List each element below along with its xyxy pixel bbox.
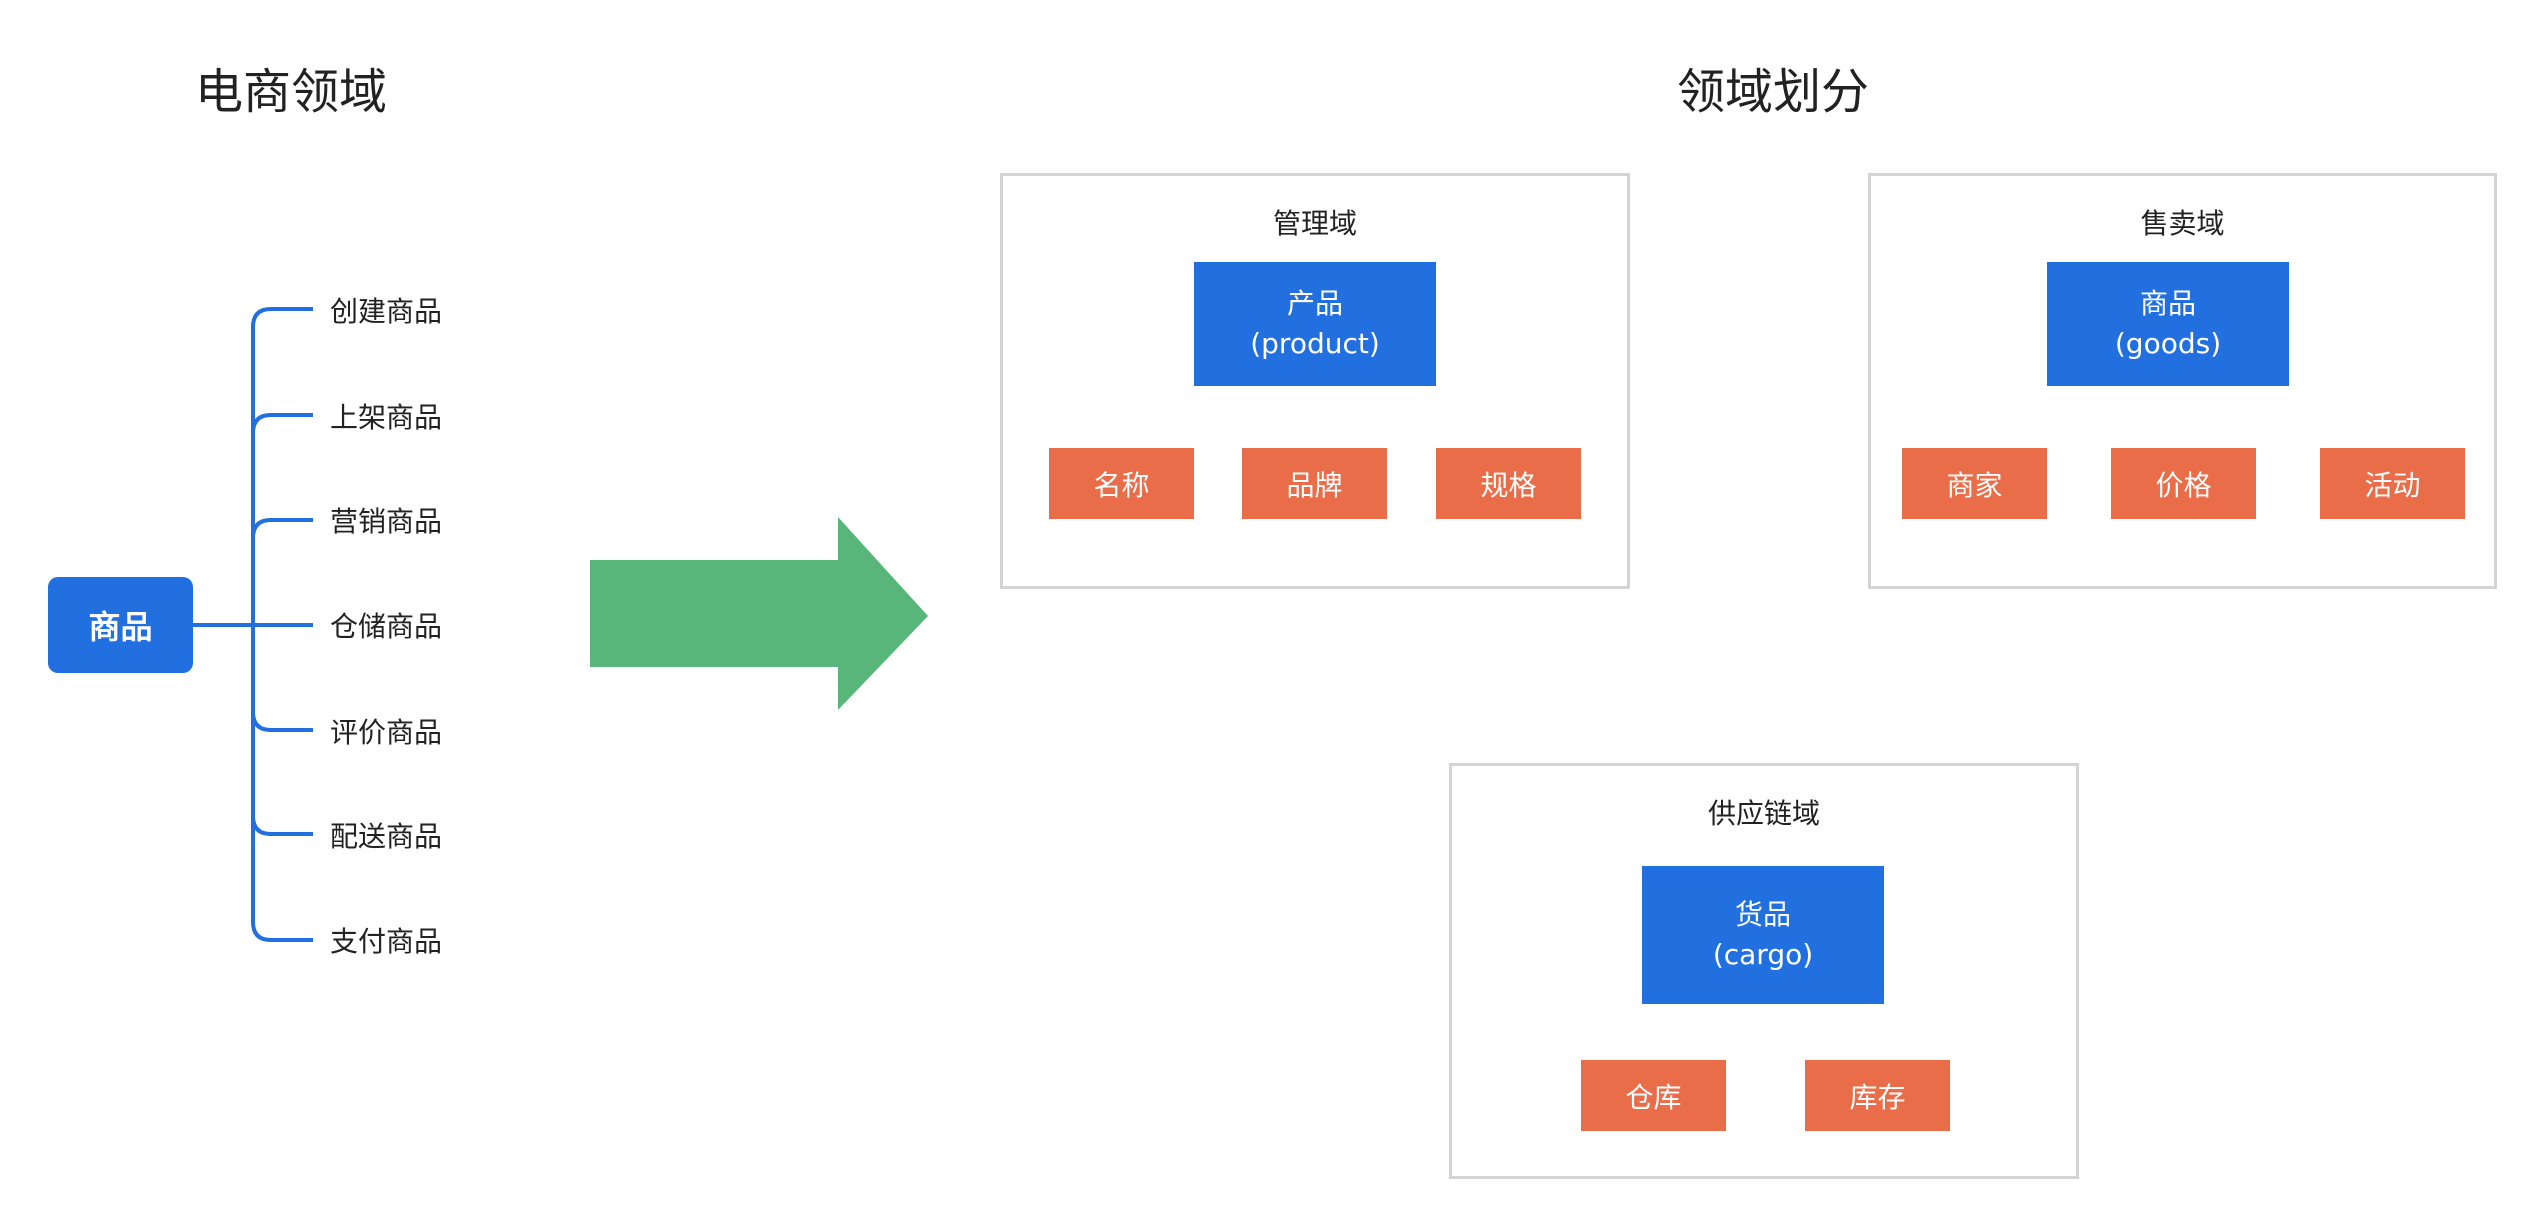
left-title: 电商领域 — [194, 64, 388, 120]
branch-label-storage: 仓储商品 — [330, 610, 443, 643]
branch-connector-3 — [251, 518, 313, 539]
branch-connector-5 — [251, 711, 313, 732]
domain-title: 供应链域 — [1707, 797, 1820, 830]
domain-title: 管理域 — [1272, 207, 1357, 240]
management-domain-box: 管理域 产品 (product) 名称 品牌 规格 — [1000, 173, 1630, 589]
branch-label-create: 创建商品 — [330, 295, 443, 328]
entity-name: 商品 — [2139, 287, 2196, 320]
entity-name: 货品 — [1734, 898, 1791, 931]
root-node-goods: 商品 — [48, 577, 193, 673]
supply-domain-box: 供应链域 货品 (cargo) 仓库 库存 — [1449, 763, 2079, 1179]
branch-connector-2 — [251, 413, 313, 434]
branch-label-payment: 支付商品 — [330, 925, 443, 958]
entity-name: 产品 — [1286, 287, 1343, 320]
attribute-box: 活动 — [2320, 448, 2465, 519]
entity-code: (product) — [1250, 327, 1380, 360]
attribute-box: 价格 — [2111, 448, 2256, 519]
attribute-box: 仓库 — [1581, 1060, 1726, 1131]
sales-domain-box: 售卖域 商品 (goods) 商家 价格 活动 — [1868, 173, 2497, 589]
entity-product: 产品 (product) — [1194, 262, 1436, 386]
entity-code: (cargo) — [1712, 938, 1814, 971]
branch-label-shelve: 上架商品 — [330, 401, 443, 434]
attribute-box: 名称 — [1049, 448, 1194, 519]
attribute-box: 商家 — [1902, 448, 2047, 519]
attribute-box: 品牌 — [1242, 448, 1387, 519]
branch-label-delivery: 配送商品 — [330, 820, 443, 853]
attribute-box: 规格 — [1436, 448, 1581, 519]
entity-goods: 商品 (goods) — [2047, 262, 2289, 386]
right-title: 领域划分 — [1676, 64, 1870, 120]
branch-connector-6 — [251, 815, 313, 836]
entity-code: (goods) — [2114, 327, 2222, 360]
attribute-box: 库存 — [1805, 1060, 1950, 1131]
domain-title: 售卖域 — [2140, 207, 2225, 240]
root-node-label: 商品 — [88, 608, 153, 646]
entity-cargo: 货品 (cargo) — [1642, 866, 1884, 1004]
branch-label-review: 评价商品 — [330, 716, 443, 749]
branch-label-market: 营销商品 — [330, 505, 443, 538]
transform-arrow — [590, 517, 928, 710]
